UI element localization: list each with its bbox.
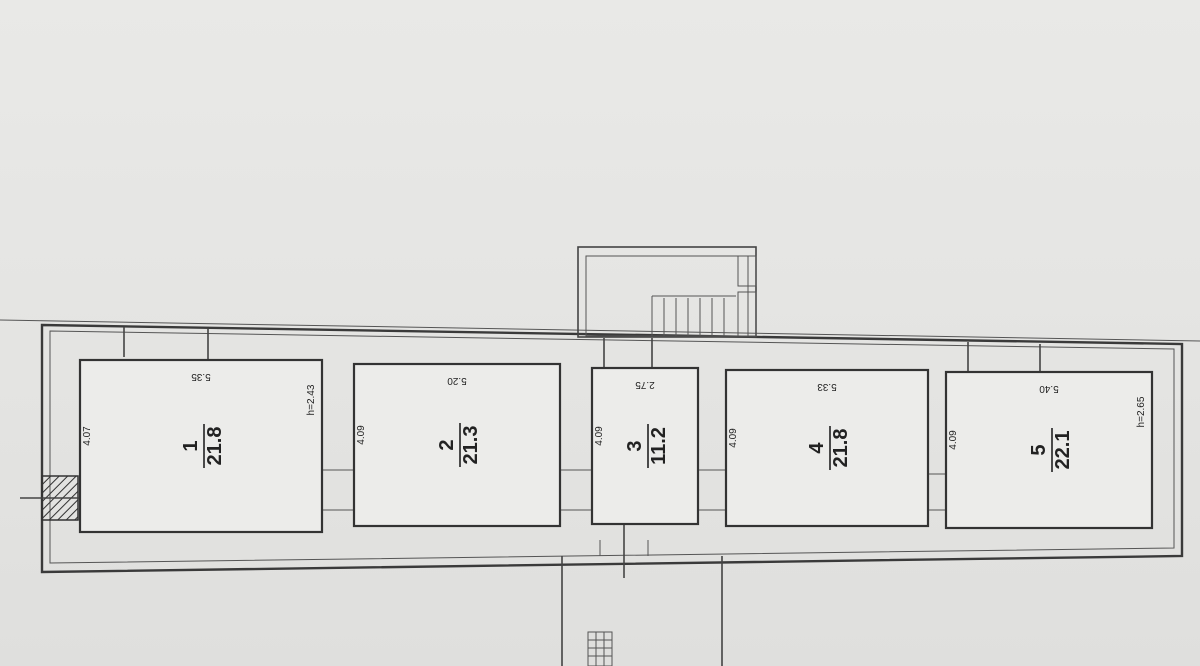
room-area: 21.8 [830, 429, 852, 468]
room-number: 2 [436, 439, 458, 450]
room-outline [352, 362, 562, 528]
room-number: 4 [806, 442, 828, 454]
room-outline [724, 368, 930, 528]
bottom-passage [561, 505, 723, 666]
room-number: 1 [180, 440, 202, 451]
room-width: 4.09 [948, 430, 959, 450]
room-length: 5.33 [817, 381, 837, 392]
room-width: 4.09 [594, 426, 605, 446]
room-height: h=2.43 [306, 384, 317, 415]
room-length: 2.75 [635, 379, 655, 390]
room-outline [944, 370, 1154, 530]
room-length: 5.35 [191, 371, 211, 382]
room-height: h=2.65 [1136, 396, 1147, 427]
room-width: 4.07 [82, 426, 93, 446]
room-area: 21.8 [204, 427, 226, 466]
room-width: 4.09 [728, 428, 739, 448]
room-outline [78, 358, 324, 534]
room-number: 5 [1028, 444, 1050, 455]
room-area: 11.2 [648, 427, 670, 465]
room-area: 21.3 [460, 426, 482, 465]
room-length: 5.20 [447, 375, 467, 386]
room-width: 4.09 [356, 425, 367, 445]
room-area: 22.1 [1052, 431, 1074, 470]
reference-line [0, 319, 1200, 342]
room-number: 3 [624, 440, 646, 451]
room-length: 5.40 [1039, 383, 1059, 394]
room-outline [590, 366, 700, 526]
top-staircase [577, 246, 757, 338]
